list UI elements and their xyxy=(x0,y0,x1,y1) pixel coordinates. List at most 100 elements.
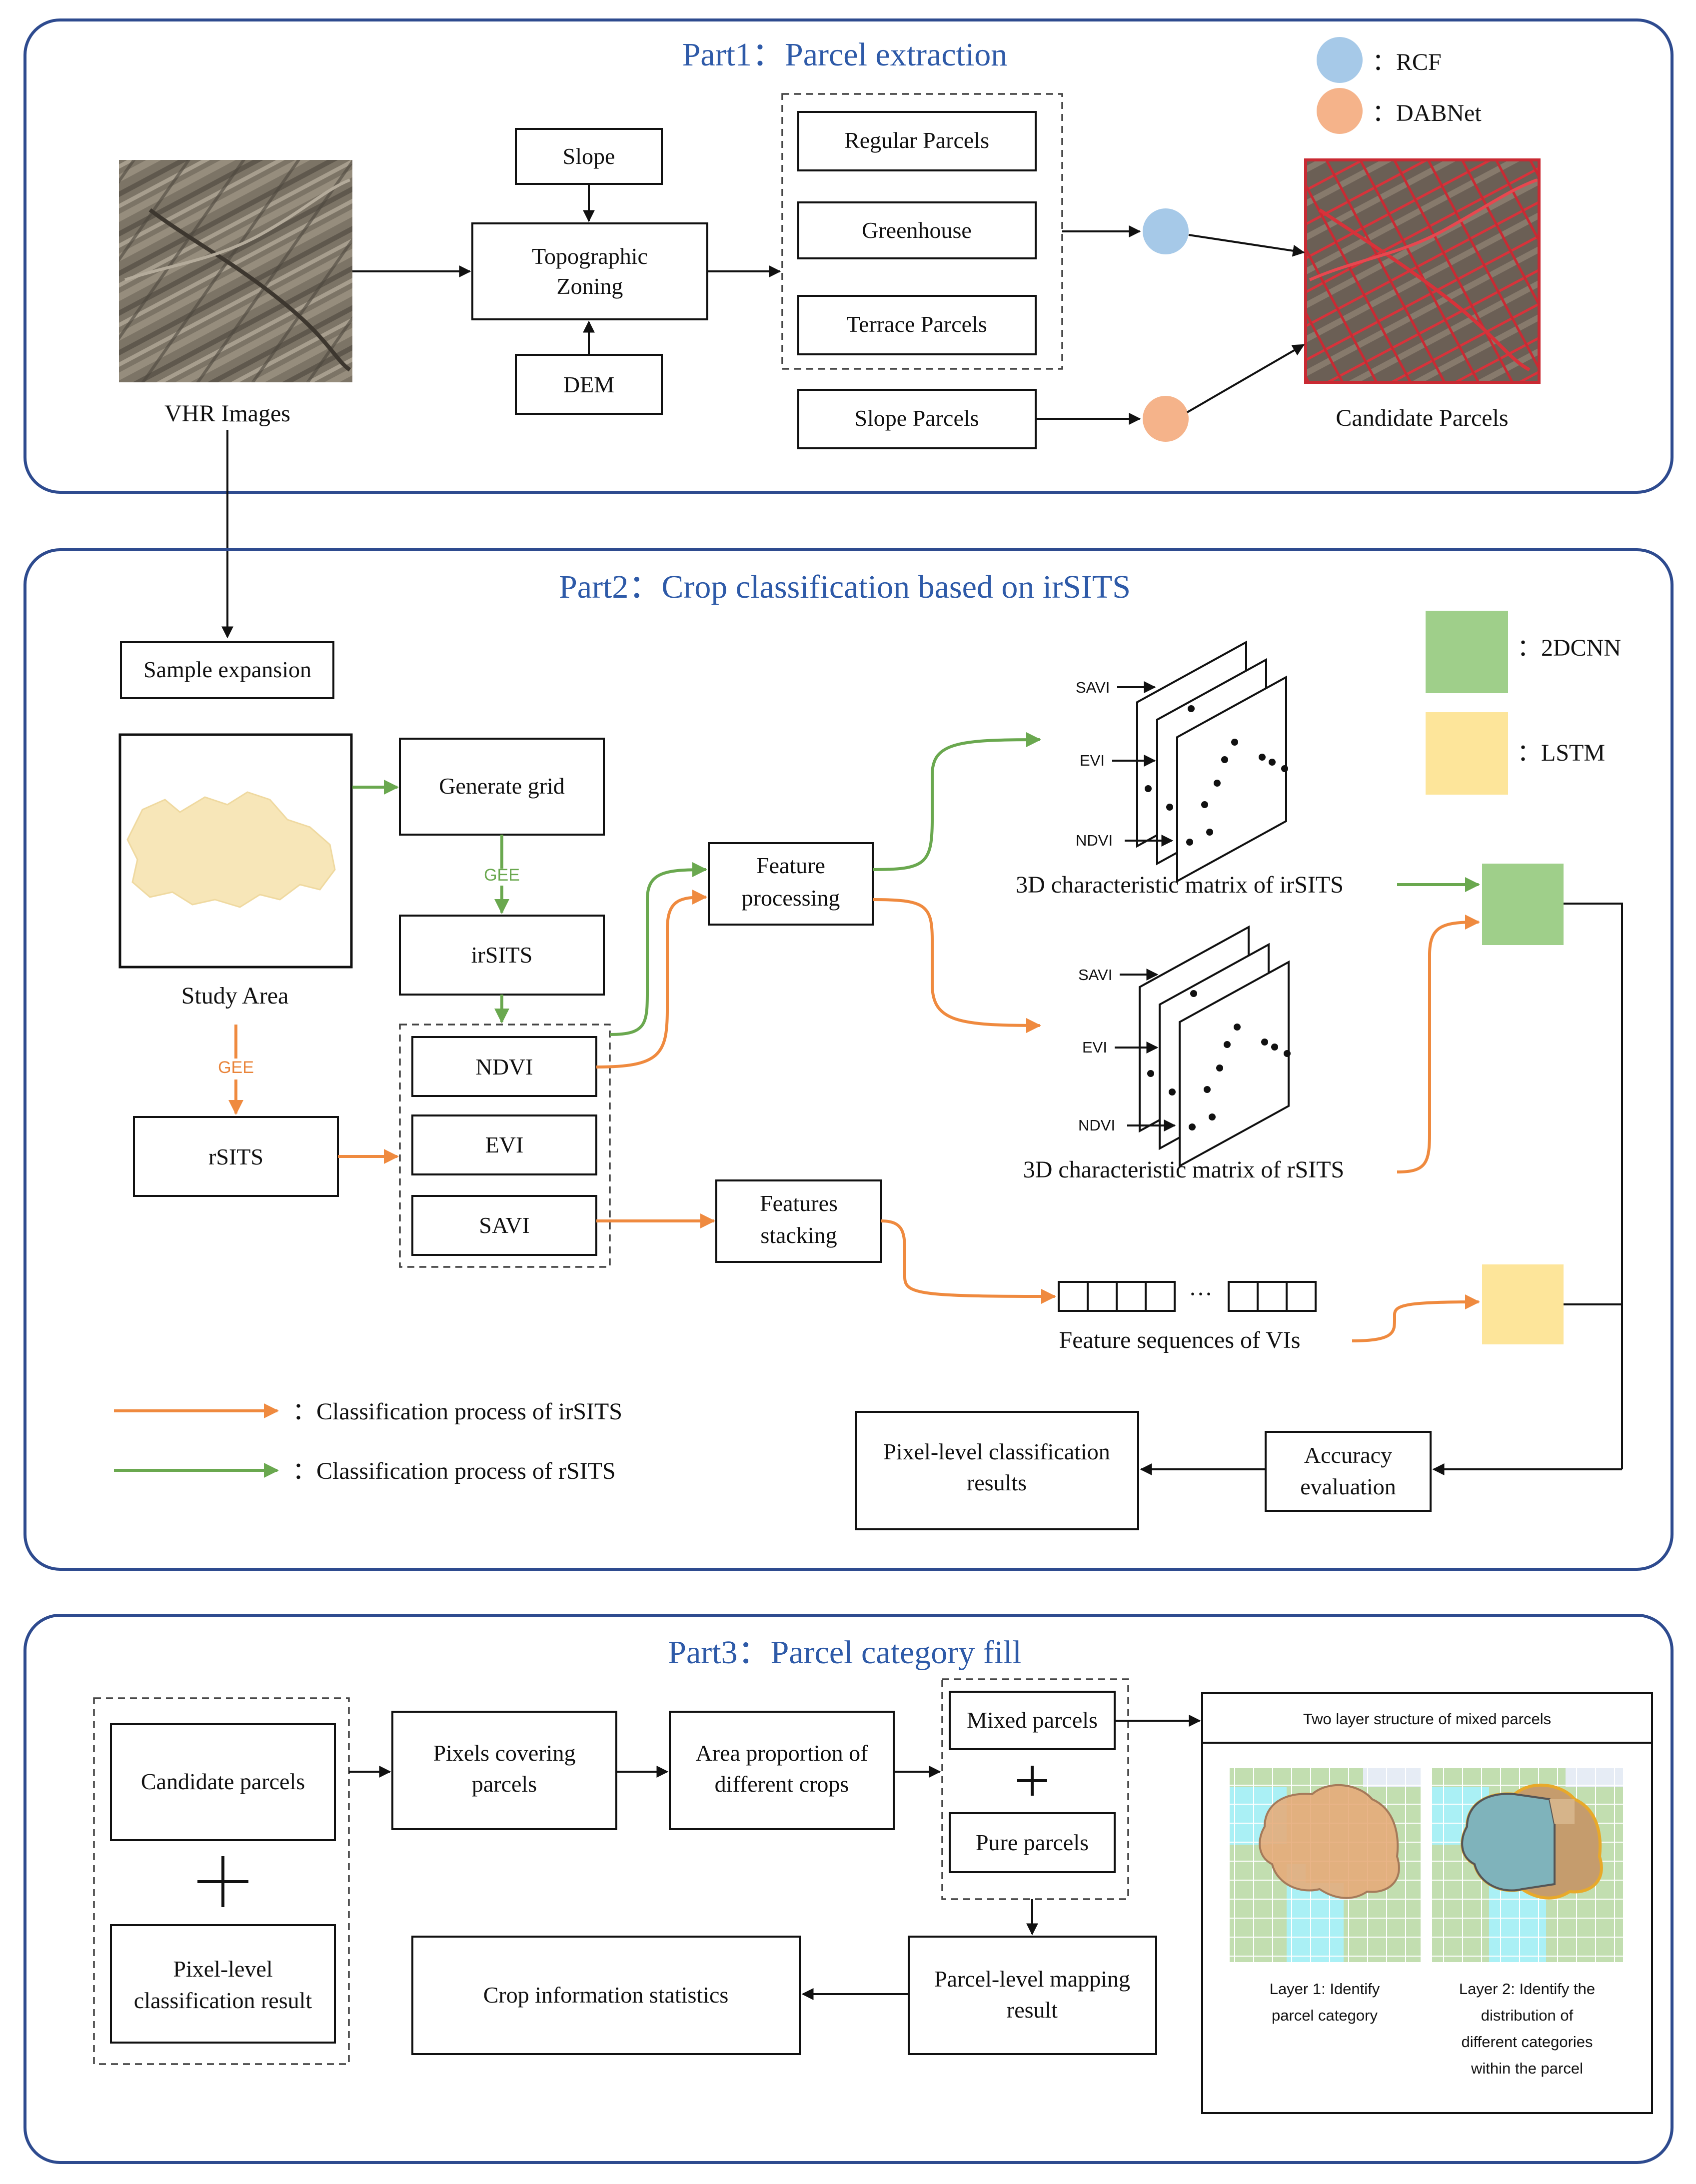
arrow-rcf-to-candidate xyxy=(1188,234,1305,257)
terrace-parcels-box xyxy=(797,295,1037,355)
arrow-dabnet-to-candidate xyxy=(1186,344,1305,413)
pixel-results-line2: results xyxy=(967,1470,1027,1495)
legend-green-label: ：Classification process of rSITS xyxy=(292,1458,616,1484)
parcel-mapping-box xyxy=(908,1936,1157,2055)
greenhouse-label: Greenhouse xyxy=(862,217,972,243)
line-2dcnn-to-eval xyxy=(1564,903,1623,1469)
regular-parcels-label: Regular Parcels xyxy=(844,127,989,153)
part3-title: Part3：Parcel category fill xyxy=(668,1634,1021,1671)
features-stacking-line2: stacking xyxy=(760,1222,837,1248)
vi-group xyxy=(399,1024,611,1268)
topographic-label-line2: Zoning xyxy=(557,273,623,299)
feature-sequences-label: Feature sequences of VIs xyxy=(1059,1327,1301,1353)
rcf-legend-label: ：RCF xyxy=(1372,49,1442,75)
layer1-caption-line2: parcel category xyxy=(1272,2007,1378,2024)
feature-processing-line1: Feature xyxy=(756,853,825,878)
candidate-parcels-box-label: Candidate parcels xyxy=(141,1769,305,1794)
lstm-legend-square xyxy=(1426,712,1508,795)
part1-title: Part1：Parcel extraction xyxy=(682,36,1008,73)
rcf-legend-circle xyxy=(1317,37,1363,83)
layer1-illustration xyxy=(1230,1768,1421,1962)
matrix-rsits-axis-ndvi: NDVI xyxy=(1078,1116,1115,1134)
greenhouse-box xyxy=(797,201,1037,259)
pixel-level-result-line2: classification result xyxy=(134,1988,312,2013)
crop-statistics-box xyxy=(411,1936,801,2055)
slope-label: Slope xyxy=(563,143,615,169)
parcel-types-group xyxy=(781,93,1063,370)
parcel-mapping-line1: Parcel-level mapping xyxy=(934,1966,1130,1992)
pixels-covering-line1: Pixels covering xyxy=(433,1740,576,1766)
topographic-label-line1: Topographic xyxy=(532,243,648,269)
pixel-results-box xyxy=(855,1411,1139,1530)
matrix-rsits-axis-savi: SAVI xyxy=(1078,966,1112,984)
matrix-irsits-axis-ndvi: NDVI xyxy=(1076,832,1113,849)
mixed-parcels-box xyxy=(949,1691,1116,1750)
lstm-model-node xyxy=(1482,1264,1564,1344)
terrace-parcels-label: Terrace Parcels xyxy=(846,311,987,337)
dabnet-legend-circle xyxy=(1317,88,1363,134)
dabnet-legend-label: ：DABNet xyxy=(1372,100,1482,126)
pixels-covering-line2: parcels xyxy=(472,1771,537,1797)
part2-panel xyxy=(23,548,1674,1571)
candidate-parcels-box xyxy=(110,1723,336,1841)
regular-parcels-box xyxy=(797,111,1037,171)
pixel-level-result-line1: Pixel-level xyxy=(173,1956,272,1982)
pure-parcels-label: Pure parcels xyxy=(976,1830,1089,1855)
vhr-images-label: VHR Images xyxy=(164,400,290,427)
study-area-label: Study Area xyxy=(181,983,289,1009)
ndvi-label: NDVI xyxy=(476,1054,533,1080)
layer2-caption-line2: distribution of xyxy=(1481,2007,1574,2024)
slope-parcels-label: Slope Parcels xyxy=(854,405,979,431)
features-stacking-line1: Features xyxy=(760,1190,838,1216)
pixel-level-result-box xyxy=(110,1924,336,2044)
rsits-label: rSITS xyxy=(208,1144,263,1169)
matrix-rsits-axis-evi: EVI xyxy=(1082,1039,1107,1056)
ndvi-box xyxy=(411,1036,597,1097)
dem-label: DEM xyxy=(563,372,614,397)
arrow-processing-to-rsits-matrix xyxy=(872,898,1041,1033)
2dcnn-legend-label: ：2DCNN xyxy=(1517,635,1621,661)
study-area-map xyxy=(118,733,353,969)
parcel-mapping-line2: result xyxy=(1007,1997,1058,2023)
dabnet-node xyxy=(1143,396,1189,442)
candidate-parcels-image xyxy=(1304,158,1541,384)
matrix-rsits-label: 3D characteristic matrix of rSITS xyxy=(1023,1156,1344,1183)
mixed-parcels-label: Mixed parcels xyxy=(967,1707,1098,1733)
savi-label: SAVI xyxy=(479,1212,529,1238)
feature-processing-line2: processing xyxy=(742,885,840,911)
candidate-parcels-label: Candidate Parcels xyxy=(1336,405,1508,431)
matrix-irsits: SAVI EVI NDVI xyxy=(1076,640,1288,883)
part2-title: Part2：Crop classification based on irSIT… xyxy=(559,569,1131,605)
legend-orange-label: ：Classification process of irSITS xyxy=(292,1398,622,1425)
inputs-group xyxy=(93,1697,350,2065)
matrix-irsits-axis-evi: EVI xyxy=(1080,752,1105,769)
layer2-caption-line1: Layer 2: Identify the xyxy=(1459,1980,1595,1998)
pixels-covering-box xyxy=(391,1711,617,1830)
savi-box xyxy=(411,1195,597,1256)
matrix-irsits-axis-savi: SAVI xyxy=(1076,679,1110,696)
dem-box xyxy=(515,354,663,415)
rsits-box xyxy=(133,1116,339,1197)
pixel-results-line1: Pixel-level classification xyxy=(883,1439,1110,1464)
accuracy-evaluation-line2: evaluation xyxy=(1300,1474,1396,1499)
matrix-rsits: SAVI EVI NDVI xyxy=(1078,925,1291,1168)
2dcnn-legend-square xyxy=(1426,611,1508,693)
arrow-stacking-to-sequence xyxy=(881,1219,1056,1304)
generate-grid-label: Generate grid xyxy=(439,773,565,799)
layer2-illustration xyxy=(1432,1768,1623,1962)
accuracy-evaluation-line1: Accuracy xyxy=(1304,1442,1392,1468)
slope-box xyxy=(515,128,663,185)
feature-processing-box xyxy=(708,842,874,926)
area-proportion-line2: different crops xyxy=(715,1771,849,1797)
features-stacking-box xyxy=(715,1179,882,1263)
pure-parcels-box xyxy=(949,1812,1116,1873)
lstm-legend-label: ：LSTM xyxy=(1517,740,1605,766)
sample-expansion-label: Sample expansion xyxy=(143,657,311,682)
2dcnn-model-node xyxy=(1482,864,1564,945)
feature-sequence-cells xyxy=(1058,1281,1317,1312)
part3-panel xyxy=(23,1614,1674,2164)
irsits-label: irSITS xyxy=(471,942,533,968)
evi-label: EVI xyxy=(485,1132,524,1157)
topographic-zoning-box xyxy=(471,222,708,320)
